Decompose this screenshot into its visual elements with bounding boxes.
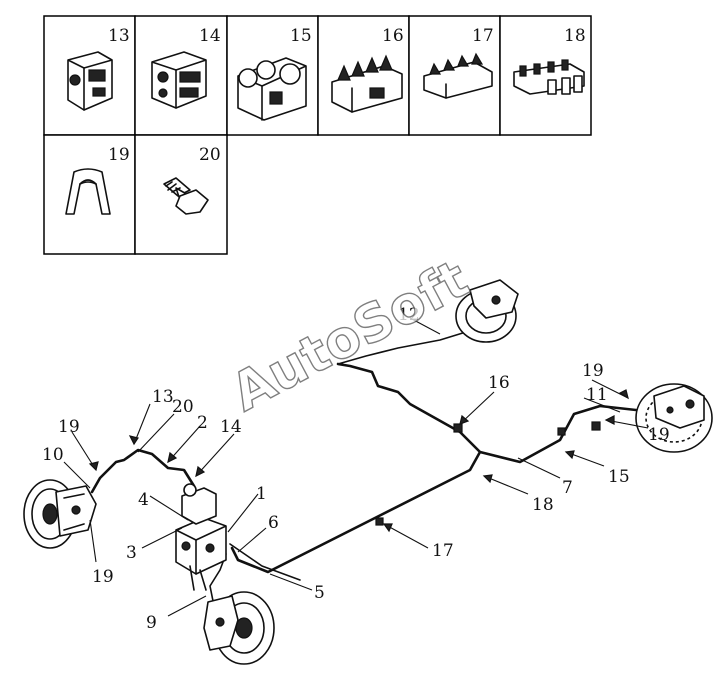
cell-13-number: 13: [108, 26, 130, 46]
cell-20: [134, 134, 228, 255]
callout-14: 14: [220, 417, 242, 437]
front-right-brake-disc: [203, 591, 275, 665]
callout-18: 18: [532, 495, 554, 515]
callout-17: 17: [432, 541, 454, 561]
callout-2: 2: [197, 413, 208, 433]
callout-10: 10: [42, 445, 64, 465]
callout-15: 15: [608, 467, 630, 487]
main-brake-line: [230, 362, 482, 574]
callout-7: 7: [562, 478, 573, 498]
cell-18-number: 18: [564, 26, 586, 46]
abs-module: [175, 483, 227, 591]
callout-numbers: 1 2 3 4 5 6 7 9 10 11 12 13 14 15 16 17 …: [42, 305, 670, 633]
callout-19-rear-bottom: 19: [648, 425, 670, 445]
rear-right-brake-assembly: [455, 279, 519, 343]
cell-19-number: 19: [108, 145, 130, 165]
callout-5: 5: [314, 583, 325, 603]
callout-4: 4: [138, 490, 149, 510]
leader-lines: [63, 317, 649, 617]
callout-6: 6: [268, 513, 279, 533]
brake-line-assembly: [23, 279, 713, 665]
line-clip-17: [375, 517, 384, 526]
secondary-line: [229, 543, 301, 581]
parts-table: 13 14 15 16 17 18 19 20: [43, 15, 592, 255]
callout-3: 3: [126, 543, 137, 563]
clip-strip-icon: [423, 52, 493, 99]
rear-left-brake-assembly: [635, 383, 713, 453]
clip-quad-icon: [331, 54, 403, 113]
line-clip-19c: [591, 421, 601, 431]
line-clip-15: [557, 427, 566, 436]
cell-15-number: 15: [290, 26, 312, 46]
callout-1: 1: [256, 484, 267, 504]
cell-20-number: 20: [199, 145, 221, 165]
cell-14-number: 14: [199, 26, 221, 46]
callout-19-front-left-bottom: 19: [92, 567, 114, 587]
u-clip-icon: [65, 168, 111, 215]
callout-19-rear-top: 19: [582, 361, 604, 381]
clip-triple-icon: [237, 57, 307, 121]
callout-19-front-left-top: 19: [58, 417, 80, 437]
cell-19: [43, 134, 136, 255]
cell-17-number: 17: [472, 26, 494, 46]
clip-double-icon: [151, 51, 207, 109]
bolt-icon: [163, 177, 209, 215]
callout-9: 9: [146, 613, 157, 633]
line-clip-16: [453, 423, 463, 433]
callout-11: 11: [586, 385, 608, 405]
callout-12: 12: [398, 305, 420, 325]
front-left-brake-disc: [23, 479, 97, 549]
callout-13: 13: [152, 387, 174, 407]
callout-16: 16: [488, 373, 510, 393]
watermark-text: AutoSoft: [222, 249, 478, 423]
front-left-brake-line: [90, 448, 196, 494]
cell-16-number: 16: [382, 26, 404, 46]
clip-long-strip-icon: [513, 59, 585, 95]
callout-20: 20: [172, 397, 194, 417]
clip-single-icon: [67, 51, 113, 111]
